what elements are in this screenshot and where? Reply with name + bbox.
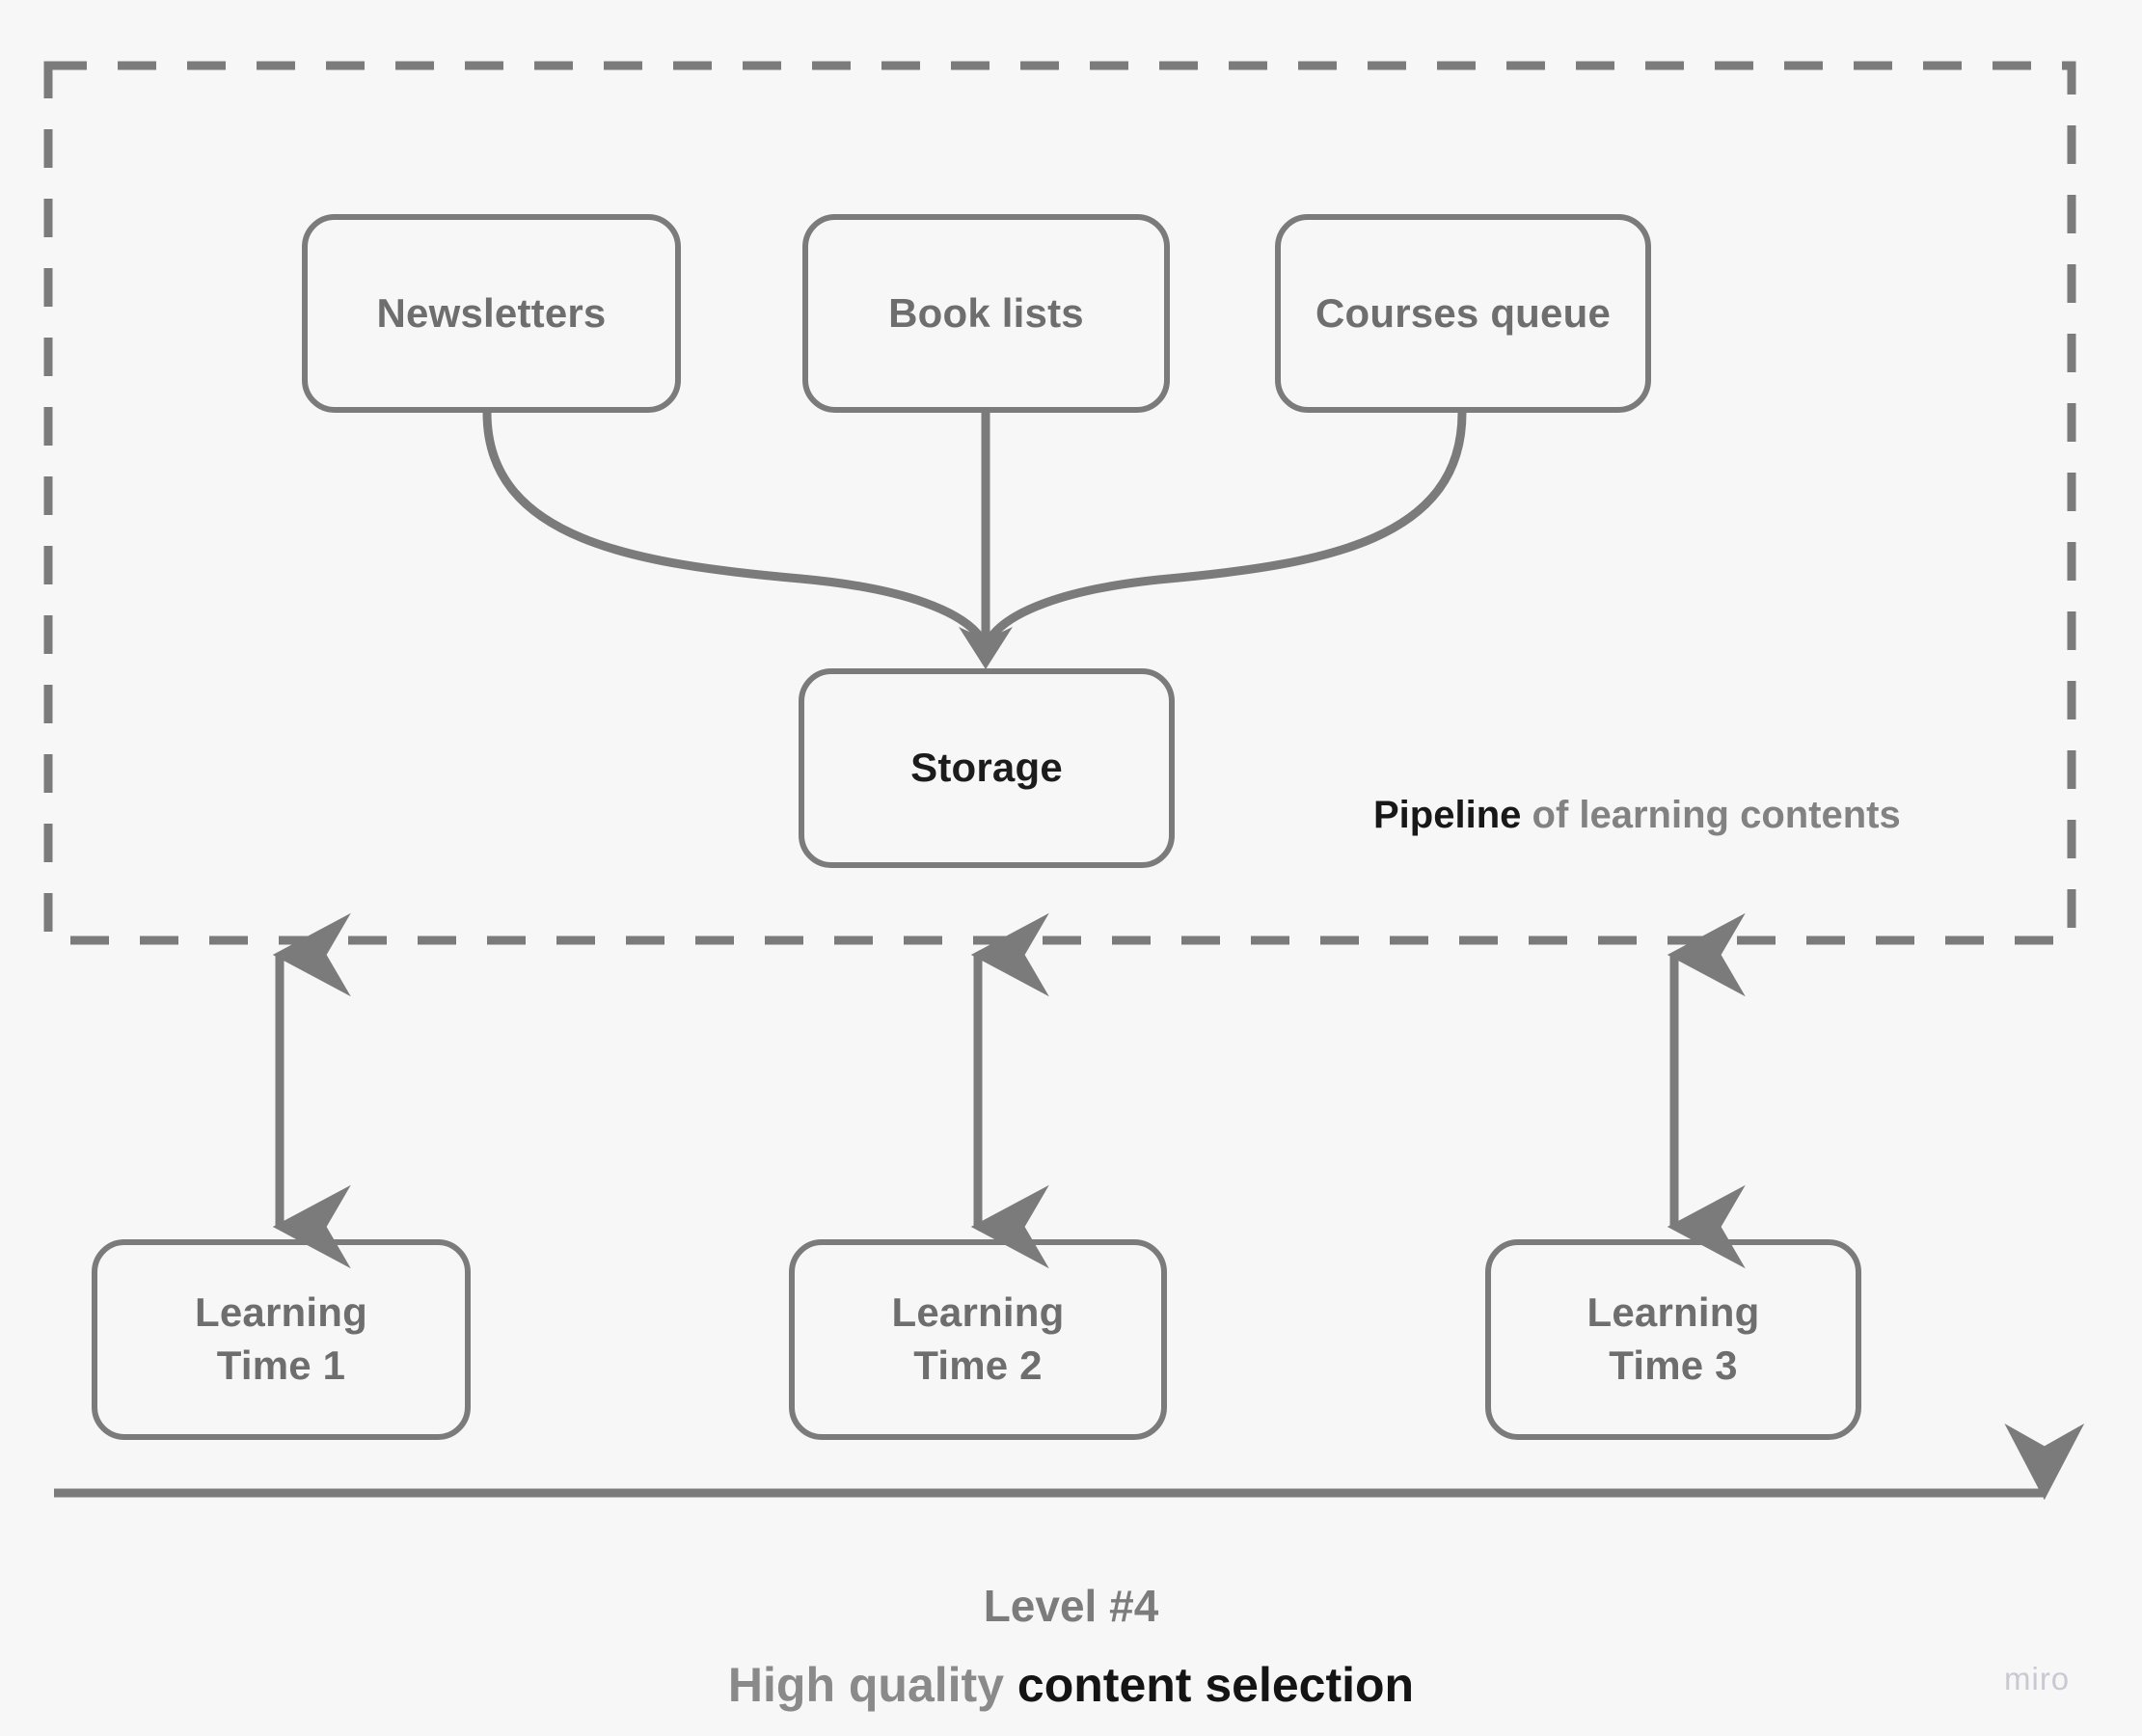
node-book-lists[interactable]: Book lists bbox=[802, 214, 1170, 413]
node-learning-time-3-line1: Learning bbox=[1586, 1289, 1760, 1336]
storage-inbound-arrowhead bbox=[959, 627, 1013, 669]
caption-subtitle-soft: High quality bbox=[727, 1658, 1017, 1712]
node-courses-queue[interactable]: Courses queue bbox=[1275, 214, 1651, 413]
node-learning-time-2-line2: Time 2 bbox=[913, 1343, 1043, 1388]
node-learning-time-2-line1: Learning bbox=[891, 1289, 1065, 1336]
pipeline-caption-soft: of learning contents bbox=[1521, 794, 1901, 836]
caption-subtitle: High quality content selection bbox=[0, 1657, 2142, 1713]
edge-newsletters-to-storage bbox=[482, 408, 987, 644]
pipeline-caption-strong: Pipeline bbox=[1373, 794, 1522, 836]
node-book-lists-label: Book lists bbox=[888, 289, 1084, 336]
node-storage[interactable]: Storage bbox=[799, 668, 1175, 868]
caption-level: Level #4 bbox=[0, 1580, 2142, 1632]
node-storage-label: Storage bbox=[910, 745, 1063, 791]
node-learning-time-3-line2: Time 3 bbox=[1609, 1343, 1738, 1388]
node-courses-queue-label: Courses queue bbox=[1315, 289, 1611, 336]
miro-watermark-text: miro bbox=[2004, 1661, 2071, 1696]
pipeline-dashed-container bbox=[43, 61, 2076, 945]
miro-watermark: miro bbox=[2004, 1661, 2070, 1697]
node-newsletters[interactable]: Newsletters bbox=[302, 214, 681, 413]
node-learning-time-1-line1: Learning bbox=[195, 1289, 367, 1336]
node-newsletters-label: Newsletters bbox=[376, 289, 607, 336]
edge-coursesqueue-to-storage bbox=[985, 408, 1467, 644]
caption-subtitle-strong: content selection bbox=[1017, 1658, 1415, 1712]
pipeline-group-caption: Pipeline of learning contents bbox=[1373, 794, 1901, 837]
node-learning-time-1-line2: Time 1 bbox=[216, 1343, 346, 1388]
caption-level-text: Level #4 bbox=[983, 1581, 1159, 1631]
